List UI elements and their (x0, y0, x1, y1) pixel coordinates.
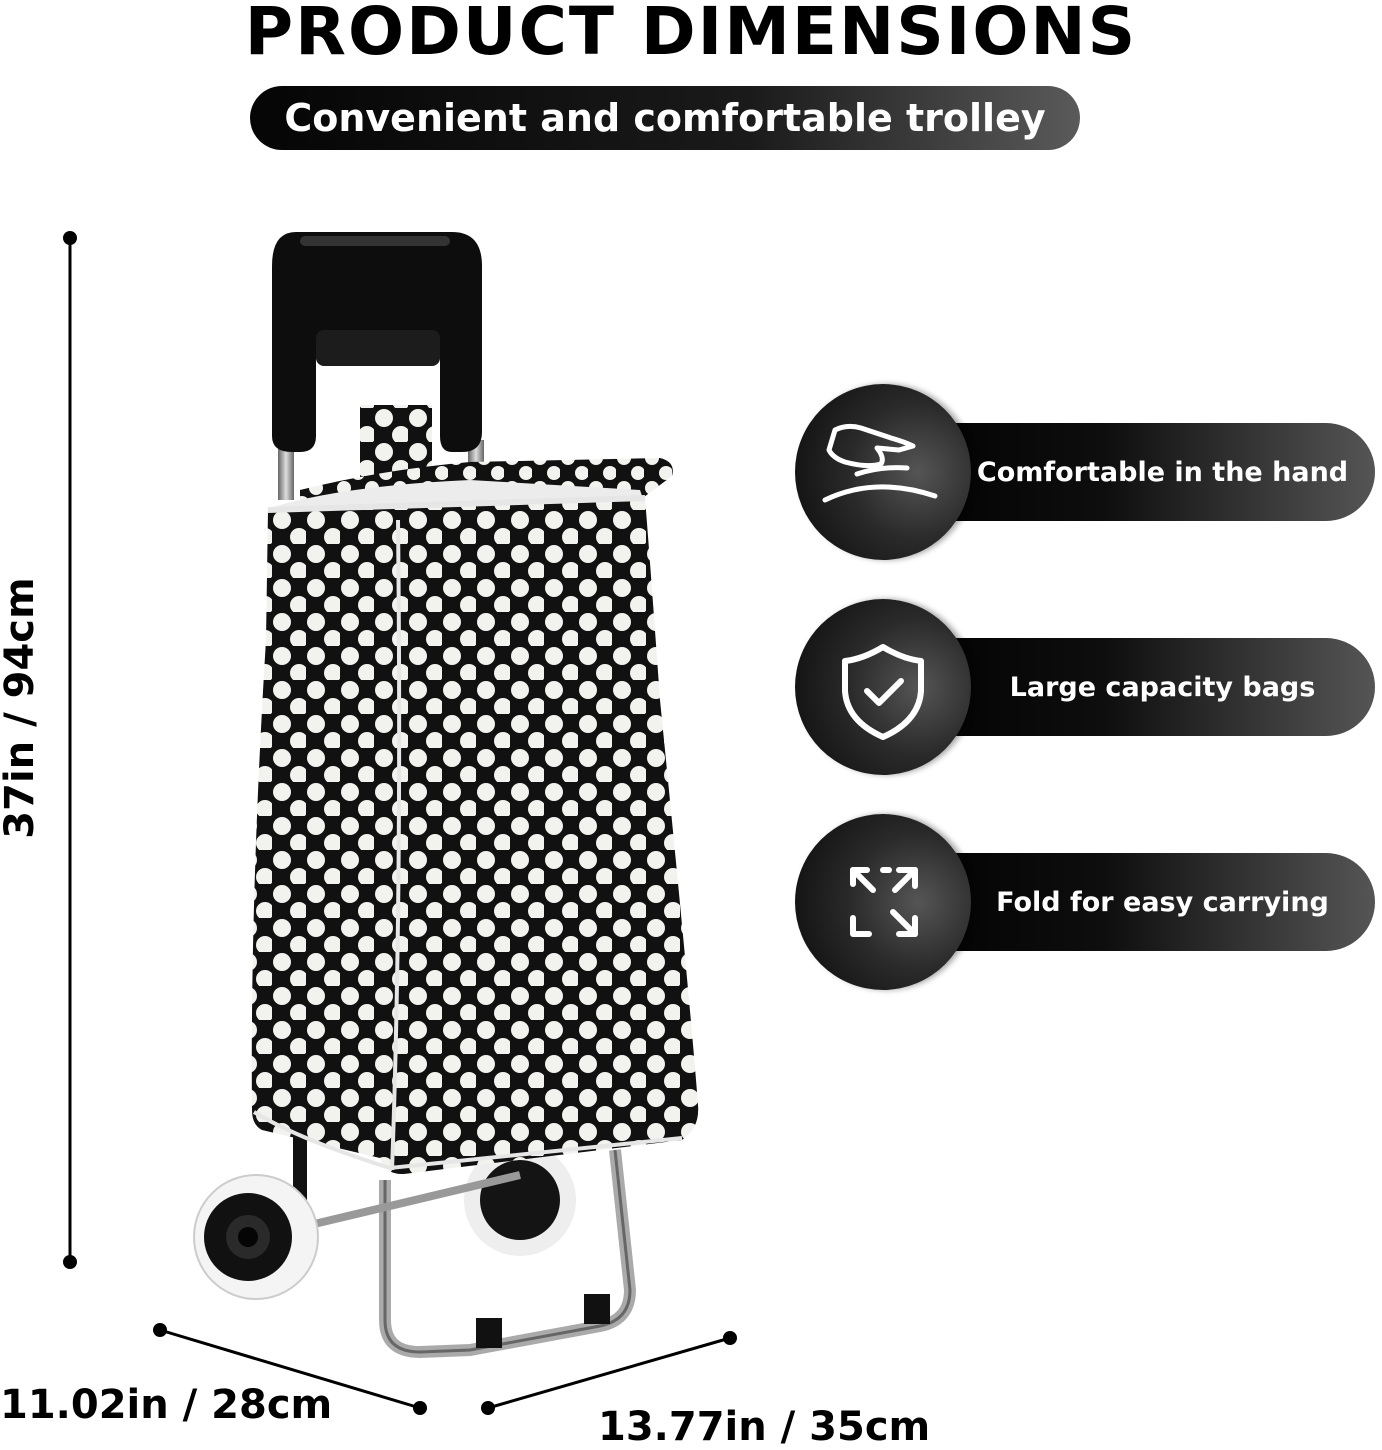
depth-dimension-label: 11.02in / 28cm (0, 1382, 333, 1428)
feature-item: Comfortable in the hand (795, 384, 1380, 560)
width-dimension-line (487, 1336, 731, 1410)
depth-dimension-line (159, 1328, 421, 1410)
expand-arrows-icon (850, 867, 918, 937)
width-dimension-label: 13.77in / 35cm (598, 1404, 931, 1450)
page-title: PRODUCT DIMENSIONS (244, 0, 1138, 70)
feature-label: Comfortable in the hand (976, 456, 1349, 488)
feature-item: Large capacity bags (795, 599, 1380, 775)
feature-icon-badge (795, 384, 971, 560)
depth-dimension-start-dot (153, 1323, 167, 1337)
feature-label: Large capacity bags (1009, 671, 1316, 703)
hand-icon (822, 423, 938, 503)
feature-icon-badge (795, 814, 971, 990)
depth-dimension-end-dot (413, 1401, 427, 1415)
feature-item: Fold for easy carrying (795, 814, 1380, 990)
width-dimension-end-dot (723, 1331, 737, 1345)
subtitle-banner: Convenient and comfortable trolley (250, 86, 1080, 150)
subtitle-text: Convenient and comfortable trolley (284, 96, 1046, 140)
height-dimension-top-dot (63, 231, 77, 245)
feature-label: Fold for easy carrying (996, 886, 1329, 918)
shield-check-icon (842, 644, 924, 740)
feature-icon-badge (795, 599, 971, 775)
height-dimension-bottom-dot (63, 1255, 77, 1269)
width-dimension-start-dot (481, 1401, 495, 1415)
